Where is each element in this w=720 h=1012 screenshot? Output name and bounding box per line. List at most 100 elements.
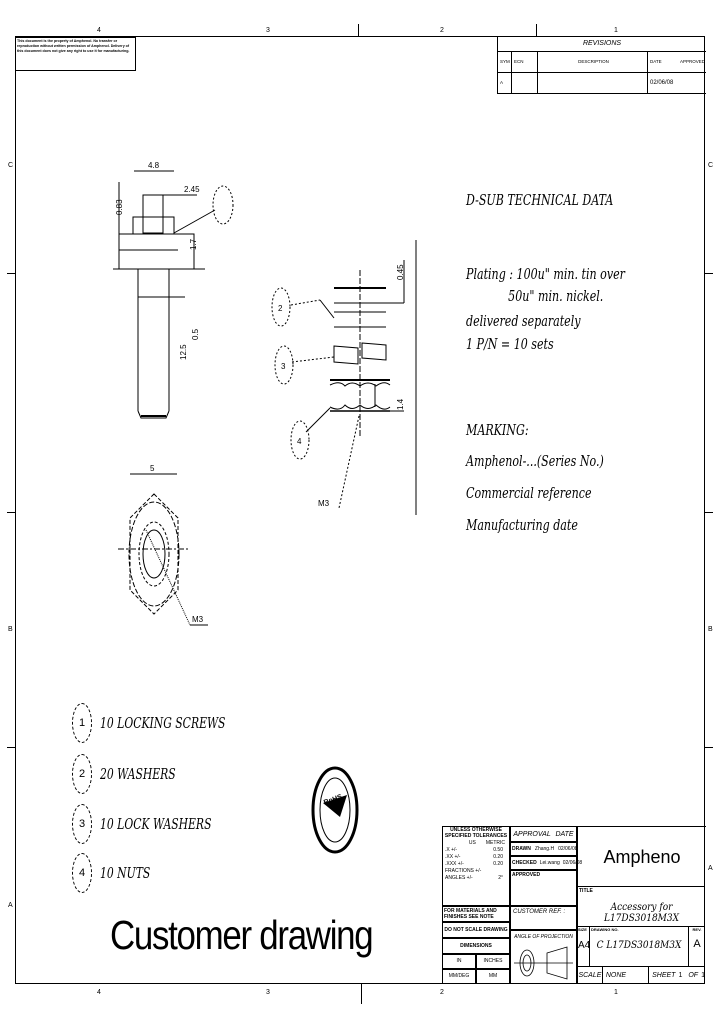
nut-drawing: [329, 379, 404, 412]
size-value: A4: [578, 940, 591, 951]
drawing-no-value: C L17DS3018M3X: [596, 940, 682, 951]
materials-note: FOR MATERIALS AND FINISHES SEE NOTE: [442, 906, 510, 922]
zone-bottom-4: 4: [97, 989, 101, 996]
dim-nut-thick: 1.4: [396, 398, 405, 410]
scale-label: SCALE: [578, 967, 603, 984]
tolerances-block: UNLESS OTHERWISE SPECIFIED TOLERANCES US…: [442, 826, 510, 906]
rev-value: A: [693, 938, 701, 950]
callout-4-number: 4: [297, 437, 302, 446]
size-label: SIZE: [578, 927, 587, 932]
of-label: OF: [688, 972, 699, 979]
callout-3-bubble: [274, 345, 294, 385]
thread-label: M3: [318, 499, 330, 508]
zone-tick-right: [705, 747, 713, 748]
bom-item-4: 4 10 NUTS: [72, 853, 163, 893]
title-value: Accessory for L17DS3018M3X: [603, 902, 680, 924]
nut-top-view: [118, 473, 208, 626]
rev-header-description: DESCRIPTION: [538, 52, 648, 72]
do-not-scale: DO NOT SCALE DRAWING: [442, 922, 510, 938]
bom-item-2: 2 20 WASHERS: [72, 754, 195, 794]
sheet-label: SHEET: [652, 972, 676, 979]
tech-plating-line2: 50u" min. nickel.: [466, 287, 604, 305]
of-value: 1: [701, 972, 705, 979]
approval-header: APPROVAL DATE: [510, 826, 577, 842]
copyright-note: This document is the property of Ampheno…: [15, 37, 136, 71]
zone-left-B: B: [8, 626, 13, 633]
tol-xxx-value: 0.20: [493, 861, 503, 867]
bom-bubble-1: 1: [72, 703, 92, 743]
bom-text-1: 10 LOCKING SCREWS: [100, 714, 226, 732]
callout-2-bubble: [271, 287, 291, 327]
tol-xxx-label: .XXX +/-: [445, 861, 464, 867]
checked-date: 02/06/08: [562, 860, 583, 866]
drawn-date: 02/06/08: [558, 846, 578, 852]
zone-bottom-2: 2: [440, 989, 444, 996]
bom-bubble-2: 2: [72, 754, 92, 794]
dim-cell-inches: INCHES: [476, 954, 510, 969]
revisions-row: A 02/06/08: [498, 73, 706, 93]
rev-label: REV.: [692, 927, 702, 932]
drawing-frame: [15, 36, 705, 984]
revisions-header-row: SYM ECN DESCRIPTION DATE APPROVED: [498, 52, 706, 73]
tol-xx-label: .XX +/-: [445, 854, 461, 860]
center-mark-top: [358, 24, 359, 36]
unit-metric: METRIC: [485, 840, 505, 846]
rev-header-ecn: ECN: [512, 52, 538, 72]
angle-projection-label: ANGLE OF PROJECTION: [514, 934, 573, 940]
bom-item-3: 3 10 LOCK WASHERS: [72, 804, 239, 844]
tol-x-label: .X +/-: [445, 847, 458, 853]
bom-text-2: 20 WASHERS: [100, 765, 176, 783]
dim-head-detail: 0.83: [115, 199, 124, 215]
drawing-no-label: DRAWING NO.: [591, 927, 619, 932]
rev-header-sym: SYM: [498, 52, 512, 72]
marking-mfg-date: Manufacturing date: [466, 516, 578, 534]
rev-description: [538, 73, 648, 93]
checked-label: CHECKED: [512, 860, 537, 866]
dim-cell-in: IN: [442, 954, 476, 969]
rev-ecn: [512, 73, 538, 93]
tolerances-title: UNLESS OTHERWISE SPECIFIED TOLERANCES: [444, 827, 508, 839]
zone-top-4: 4: [97, 27, 101, 34]
center-mark-left: [7, 512, 15, 513]
zone-right-C: C: [708, 162, 714, 169]
lock-washer-drawing: [333, 342, 387, 365]
drawn-row: DRAWN Zhang.H 02/06/08: [510, 842, 578, 856]
angle-projection-block: ANGLE OF PROJECTION: [510, 930, 577, 984]
rohs-badge-icon: RoHS: [311, 766, 359, 854]
tech-pn: 1 P/N = 10 sets: [466, 335, 554, 353]
locking-screw-drawing: [113, 170, 216, 419]
dim-nut-width: 5: [150, 464, 155, 473]
zone-divider-top: [536, 24, 537, 36]
dim-head-height: 1.7: [189, 238, 198, 250]
zone-right-B: B: [708, 626, 713, 633]
bom-text-3: 10 LOCK WASHERS: [100, 815, 212, 833]
callout-1-bubble: [212, 185, 234, 225]
callout-3-number: 3: [281, 362, 286, 371]
approval-label: APPROVAL: [513, 830, 551, 838]
zone-tick-left: [7, 273, 15, 274]
nut-thread-label: M3: [192, 615, 204, 624]
zone-top-2: 2: [440, 27, 444, 34]
rev-sym: A: [498, 73, 512, 93]
scale-sheet-row: SCALE NONE SHEET 1 OF 1: [577, 966, 705, 984]
dim-length-1: 0.5: [191, 328, 200, 340]
title-label: TITLE: [579, 888, 593, 894]
zone-left-C: C: [8, 162, 14, 169]
zone-left-A: A: [8, 902, 13, 909]
center-mark-right: [705, 512, 713, 513]
tol-xx-value: 0.20: [493, 854, 503, 860]
marking-commercial-ref: Commercial reference: [466, 484, 592, 502]
dim-head-width: 2.45: [184, 185, 200, 194]
approval-date-label: DATE: [555, 830, 574, 838]
dim-cell-mm: MM: [476, 969, 510, 984]
washer-drawing: [334, 260, 405, 438]
zone-tick-right: [705, 273, 713, 274]
revisions-table: REVISIONS SYM ECN DESCRIPTION DATE APPRO…: [497, 37, 706, 94]
thread-leader: [338, 415, 360, 509]
zone-tick-left: [7, 747, 15, 748]
company-logo: Ampheno: [577, 826, 706, 887]
tol-angles-label: ANGLES +/-: [445, 875, 473, 881]
approved-label: APPROVED: [512, 872, 541, 878]
zone-bottom-1: 1: [614, 989, 618, 996]
